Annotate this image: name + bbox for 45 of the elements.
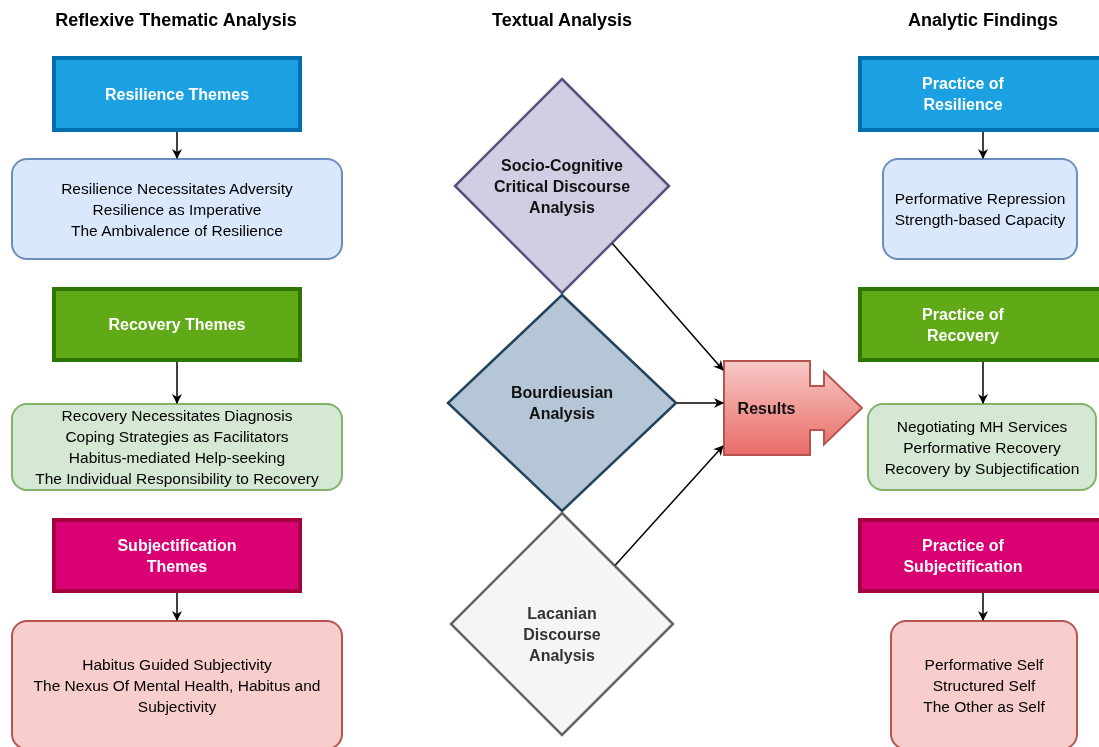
- method-label: Bourdieusian Analysis: [509, 383, 615, 424]
- theme-list-box: [882, 158, 1078, 260]
- arrow: [172, 361, 182, 404]
- theme-text: Structured Self: [932, 675, 1036, 696]
- theme-text: Habitus Guided Subjectivity: [82, 654, 272, 675]
- theme-text: Negotiating MH Services: [896, 416, 1068, 437]
- theme-text: Performative Recovery: [903, 437, 1061, 458]
- theme-text: The Ambivalence of Resilience: [71, 220, 283, 241]
- header-box: Subjectification Themes: [52, 518, 302, 593]
- arrow: [676, 398, 724, 408]
- header-box: Recovery Themes: [52, 287, 302, 362]
- theme-list-box: [11, 403, 343, 491]
- method-label: Lacanian Discourse Analysis: [522, 603, 602, 666]
- theme-text: Habitus-mediated Help-seeking: [68, 448, 286, 468]
- arrow: [978, 361, 988, 404]
- column-title: Analytic Findings: [907, 10, 1059, 31]
- theme-list-box: [11, 158, 343, 260]
- header-box: Practice of Resilience: [858, 56, 1099, 132]
- theme-text: The Nexus Of Mental Health, Habitus and Subjectivity: [33, 675, 321, 717]
- arrow: [614, 445, 724, 566]
- arrow: [611, 242, 724, 371]
- theme-list-box: [867, 403, 1097, 491]
- theme-text: Resilience Necessitates Adversity: [61, 178, 293, 199]
- theme-text: The Individual Responsibility to Recovery: [35, 469, 319, 489]
- theme-text: The Other as Self: [923, 696, 1045, 717]
- method-label: Socio-Cognitive Critical Discourse Analysis: [492, 155, 632, 218]
- arrow: [978, 131, 988, 159]
- theme-list-box: [890, 620, 1078, 747]
- theme-text: Performative Repression: [894, 189, 1066, 209]
- theme-text: Recovery by Subjectification: [884, 458, 1080, 479]
- theme-text: Recovery Necessitates Diagnosis: [61, 406, 293, 426]
- column-title: Textual Analysis: [490, 10, 634, 31]
- theme-text: Coping Strategies as Facilitators: [65, 427, 289, 447]
- column-title: Reflexive Thematic Analysis: [54, 10, 298, 31]
- theme-text: Strength-based Capacity: [894, 210, 1066, 230]
- header-box: Practice of Recovery: [858, 287, 1099, 362]
- arrow: [978, 592, 988, 621]
- theme-list-box: [11, 620, 343, 747]
- theme-text: Performative Self: [924, 654, 1044, 675]
- theme-text: Resilience as Imperative: [92, 199, 262, 220]
- header-box: Practice of Subjectification: [858, 518, 1099, 593]
- results-label: Results: [736, 398, 797, 419]
- arrow: [172, 592, 182, 621]
- header-box: Resilience Themes: [52, 56, 302, 132]
- arrow: [172, 131, 182, 159]
